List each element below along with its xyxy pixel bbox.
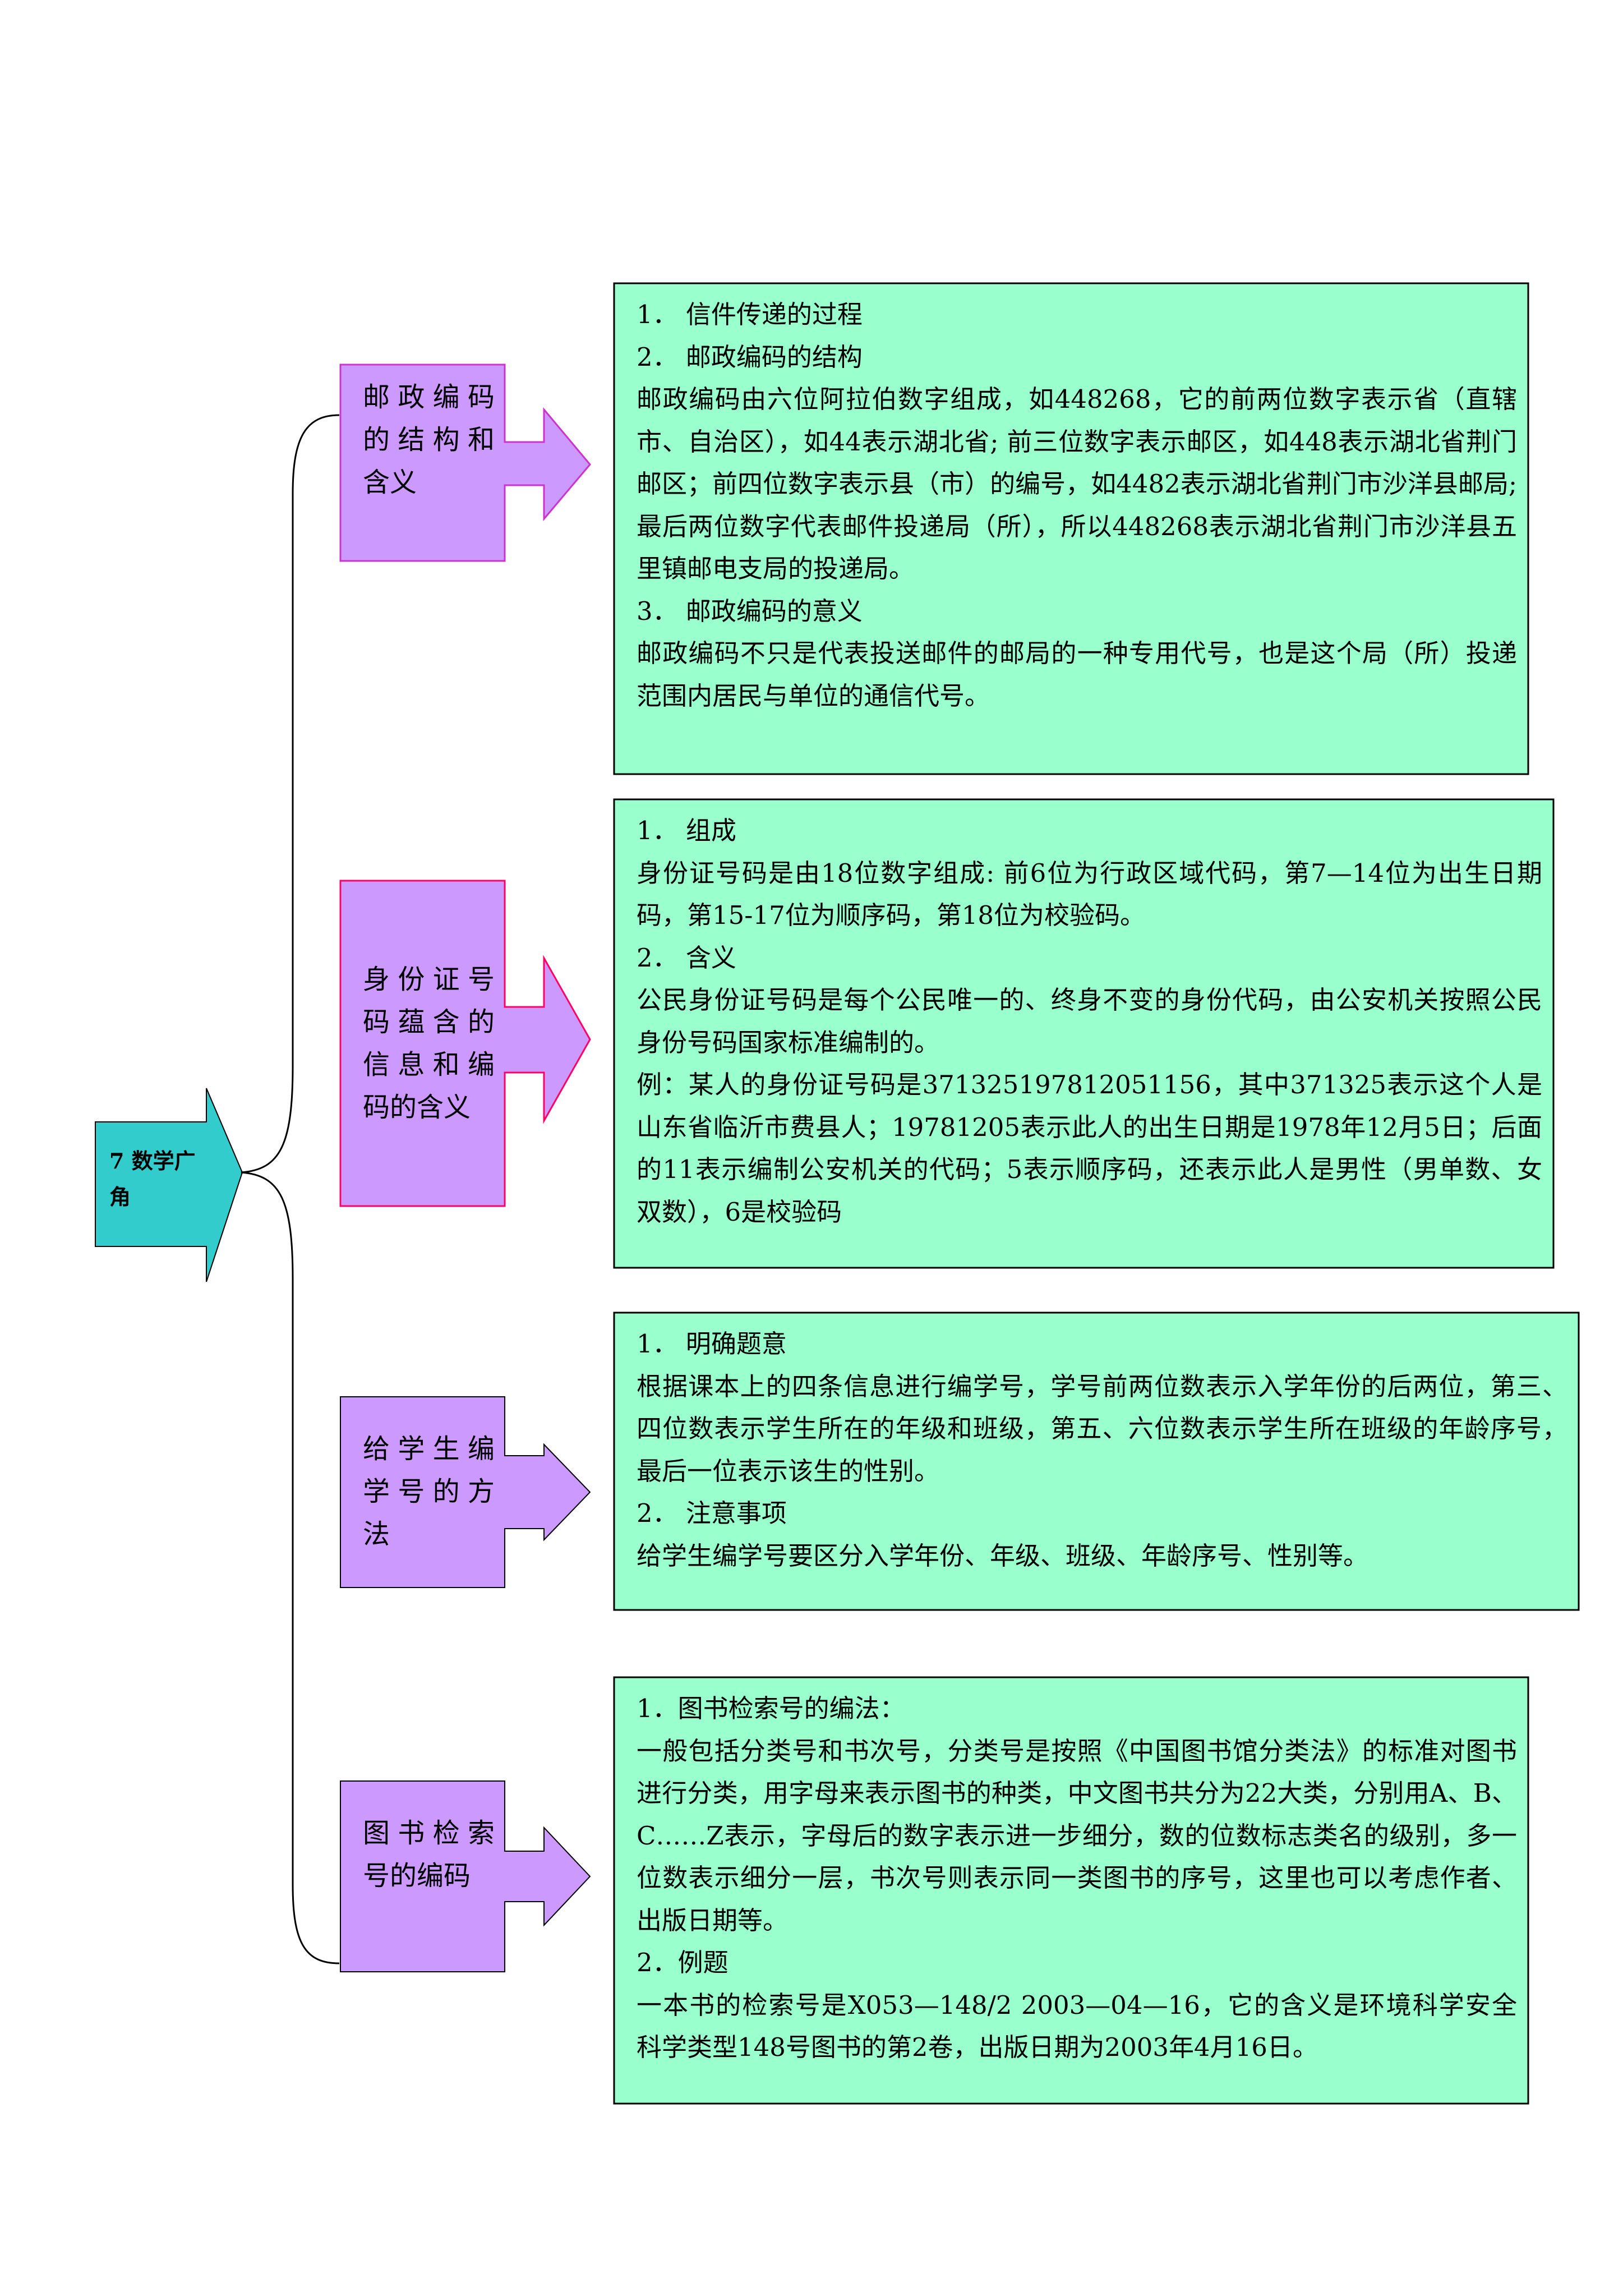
content-line: 例：某人的身份证号码是371325197812051156，其中371325表示… — [637, 1070, 1542, 1227]
content-line: 公民身份证号码是每个公民唯一的、终身不变的身份代码，由公安机关按照公民身份号码国… — [637, 985, 1542, 1057]
content-box-shape-student-id — [613, 1312, 1580, 1611]
branch-arrow-shape-student-id — [340, 1396, 591, 1588]
content-line: 1． 明确题意 — [637, 1329, 787, 1359]
branch-label-book-index: 图书检索号的编码 — [363, 1818, 495, 1892]
branch-label-postal: 邮政编码的结构和含义 — [363, 381, 495, 498]
content-box-book-index: 1．图书检索号的编法： 一般包括分类号和书次号，分类号是按照《中国图书馆分类法》… — [614, 1677, 1528, 2104]
brace-connector — [241, 414, 340, 1964]
content-line: 2． 邮政编码的结构 — [637, 342, 863, 372]
content-line: 2．例题 — [637, 1948, 728, 1977]
content-line: 邮政编码不只是代表投送邮件的邮局的一种专用代号，也是这个局（所）投递范围内居民与… — [637, 638, 1517, 711]
content-box-shape-idcard — [613, 798, 1555, 1269]
content-line: 1． 组成 — [637, 816, 736, 845]
content-line: 1．图书检索号的编法： — [637, 1694, 905, 1723]
content-line: 2． 注意事项 — [637, 1498, 787, 1528]
content-box-shape-book-index — [613, 1676, 1529, 2105]
branch-label-idcard: 身份证号码蕴含的信息和编码的含义 — [363, 964, 495, 1123]
branch-arrow-shape-postal — [339, 364, 591, 562]
branch-arrow-shape-idcard — [339, 880, 591, 1207]
content-line: 2． 含义 — [637, 942, 736, 973]
content-box-idcard: 1． 组成 身份证号码是由18位数字组成: 前6位为行政区域代码，第7—14位为… — [614, 799, 1553, 1268]
root-label: 7 数学广角 — [109, 1148, 196, 1209]
content-line: 身份证号码是由18位数字组成: 前6位为行政区域代码，第7—14位为出生日期码，… — [637, 858, 1542, 931]
content-line: 3． 邮政编码的意义 — [637, 596, 863, 626]
content-box-student-id: 1． 明确题意 根据课本上的四条信息进行编学号，学号前两位数表示入学年份的后两位… — [614, 1313, 1579, 1610]
content-box-postal: 1． 信件传递的过程 2． 邮政编码的结构 邮政编码由六位阿拉伯数字组成，如44… — [614, 283, 1528, 774]
content-box-shape-postal — [613, 282, 1529, 775]
content-line: 一本书的检索号是X053—148/2 2003—04—16，它的含义是环境科学安… — [637, 1990, 1517, 2063]
content-line: 邮政编码由六位阿拉伯数字组成，如448268，它的前两位数字表示省（直辖市、自治… — [637, 384, 1517, 583]
content-line: 根据课本上的四条信息进行编学号，学号前两位数表示入学年份的后两位，第三、四位数表… — [637, 1371, 1567, 1486]
content-line: 一般包括分类号和书次号，分类号是按照《中国图书馆分类法》的标准对图书进行分类，用… — [637, 1736, 1517, 1935]
content-line: 1． 信件传递的过程 — [637, 300, 863, 329]
branch-label-student-id: 给学生编学号的方法 — [363, 1433, 495, 1550]
root-arrow-shape — [95, 1088, 243, 1282]
branch-arrow-shape-book-index — [340, 1780, 591, 1972]
content-line: 给学生编学号要区分入学年份、年级、班级、年龄序号、性别等。 — [637, 1540, 1369, 1571]
